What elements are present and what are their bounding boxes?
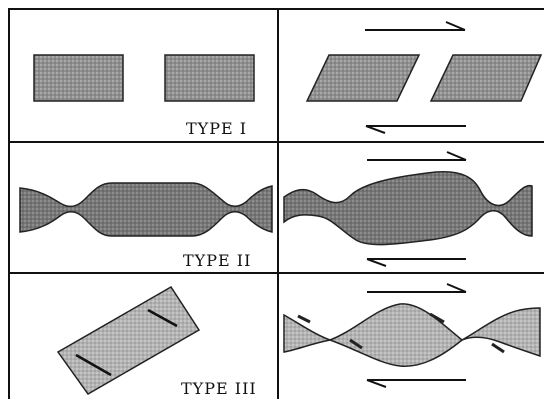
type-2-label: TYPE II bbox=[183, 251, 251, 270]
shear-arrow-bottom-left-3 bbox=[367, 380, 466, 387]
pinch-and-swell-band bbox=[20, 183, 272, 236]
sheared-lens-band bbox=[284, 304, 540, 366]
shear-arrow-bottom-left bbox=[366, 126, 466, 133]
parallelogram-block-right bbox=[431, 55, 541, 101]
type-2-sheared-panel bbox=[284, 152, 532, 266]
type-1-sheared-panel bbox=[307, 22, 541, 133]
shear-arrow-top-right-2 bbox=[367, 152, 466, 160]
type-3-undeformed-panel bbox=[58, 287, 199, 394]
shear-arrow-top-right bbox=[365, 22, 465, 30]
rectangle-block-left bbox=[34, 55, 123, 101]
rectangle-block-right bbox=[165, 55, 254, 101]
shear-arrow-top-right-3 bbox=[367, 284, 466, 292]
type-3-sheared-panel bbox=[284, 284, 540, 387]
sheared-boudinage-band bbox=[284, 172, 532, 245]
type-1-undeformed-panel bbox=[34, 55, 254, 101]
type-3-label: TYPE III bbox=[181, 379, 257, 398]
shear-arrow-bottom-left-2 bbox=[367, 259, 466, 266]
type-1-label: TYPE I bbox=[186, 119, 247, 138]
parallelogram-block-left bbox=[307, 55, 419, 101]
tilted-band bbox=[58, 287, 199, 394]
type-2-undeformed-panel bbox=[20, 183, 272, 236]
